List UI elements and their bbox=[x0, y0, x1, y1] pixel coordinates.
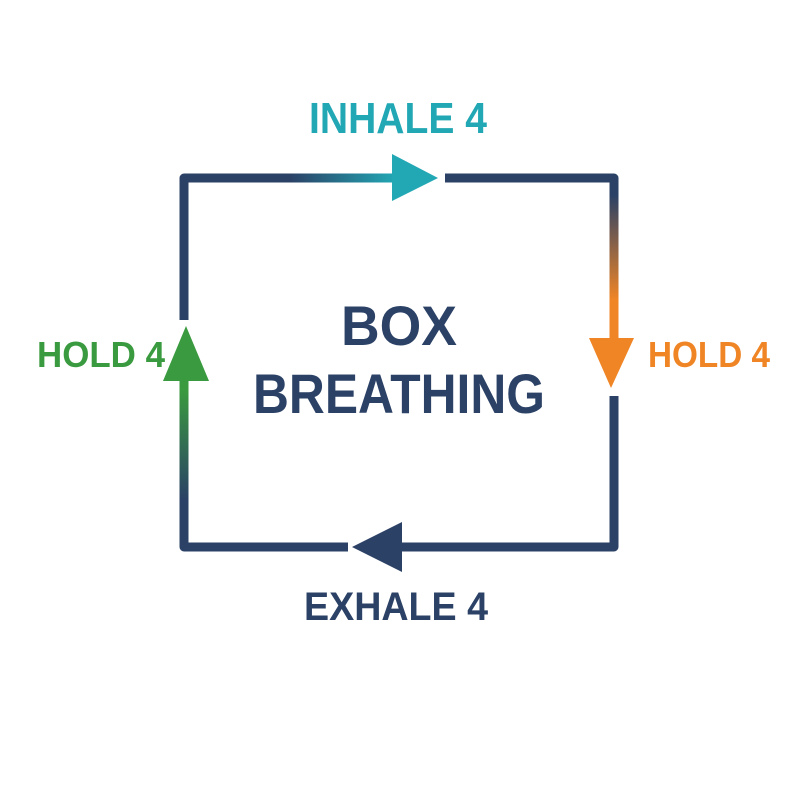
inhale-label: INHALE 4 bbox=[309, 94, 487, 143]
title-line-2: BREATHING bbox=[253, 362, 545, 425]
title-line-1: BOX bbox=[341, 294, 457, 357]
inhale-arrow bbox=[179, 154, 438, 320]
hold-right-label: HOLD 4 bbox=[648, 334, 770, 375]
hold-left-arrow bbox=[163, 326, 348, 552]
exhale-arrow bbox=[352, 396, 619, 572]
hold-right-arrow bbox=[445, 173, 634, 388]
hold-left-label: HOLD 4 bbox=[37, 334, 165, 375]
exhale-label: EXHALE 4 bbox=[304, 585, 489, 629]
